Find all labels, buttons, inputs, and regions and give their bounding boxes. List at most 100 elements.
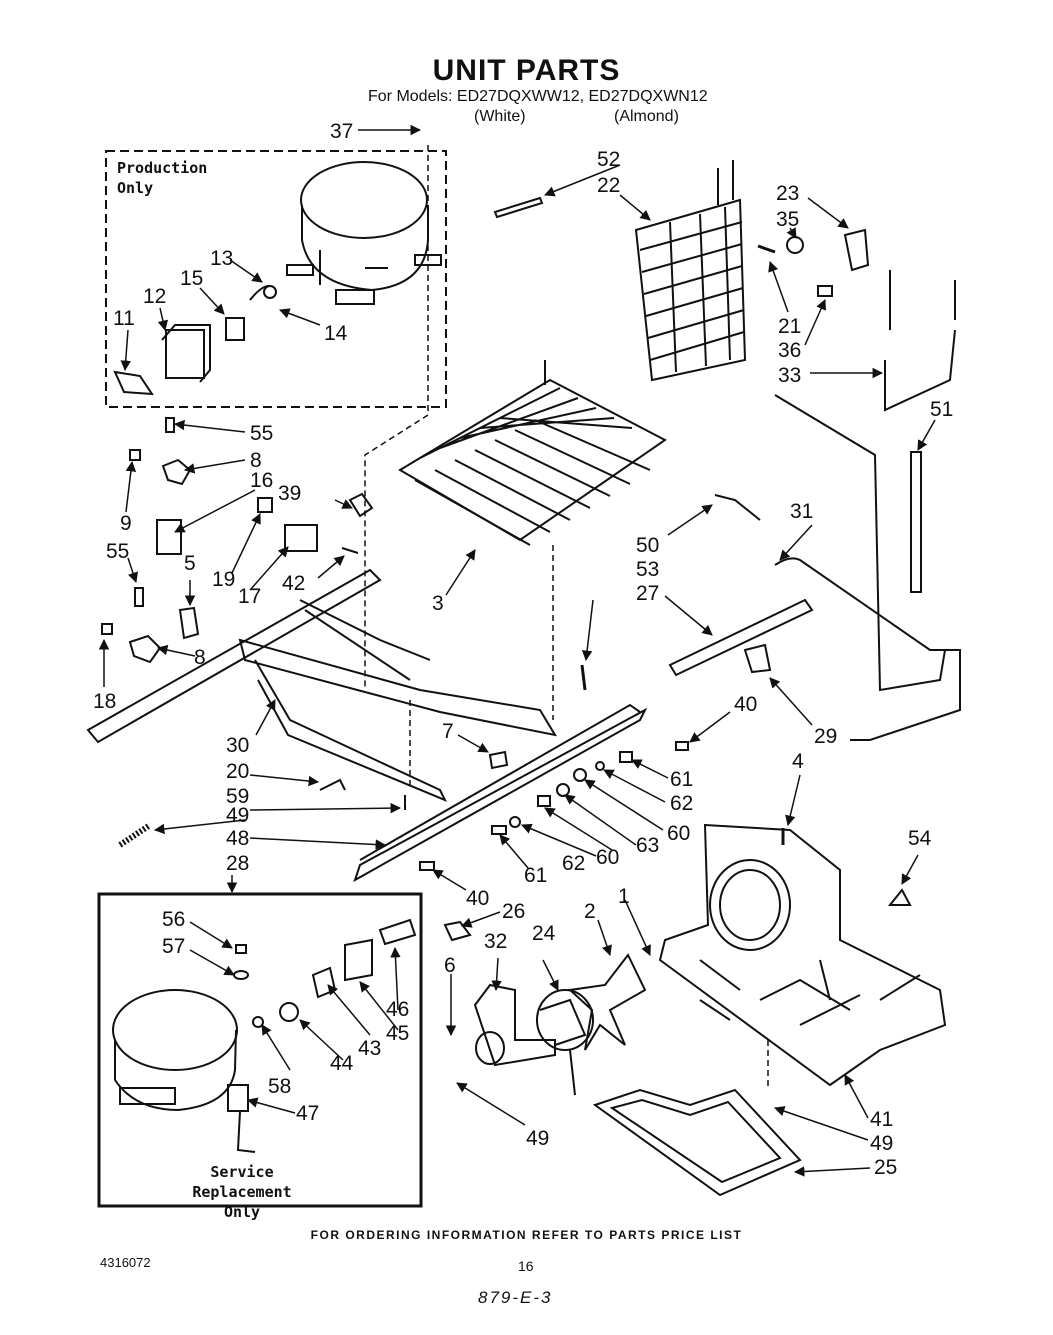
- callout-53: 53: [636, 558, 659, 581]
- callout-49c: 49: [870, 1132, 893, 1155]
- part-7: [488, 750, 509, 770]
- production-box-label: Production Only: [117, 158, 207, 198]
- dashed-leaders: [364, 145, 769, 1090]
- callout-40a: 40: [734, 693, 757, 716]
- callout-54: 54: [908, 827, 932, 850]
- callout-19: 19: [212, 568, 235, 591]
- tubing-part-31: [774, 394, 961, 741]
- compressor-service: [112, 989, 238, 1112]
- part-54: [887, 888, 912, 906]
- callout-39: 39: [278, 482, 301, 505]
- cover-part-15: [225, 317, 245, 341]
- callout-31: 31: [790, 500, 813, 523]
- callout-61a: 61: [670, 768, 693, 791]
- production-only-box: [105, 150, 447, 408]
- callout-37: 37: [330, 120, 353, 143]
- callout-12: 12: [143, 285, 166, 308]
- color-white-label: (White): [474, 108, 526, 125]
- screw-part-21: [757, 244, 776, 254]
- callout-59: 59: [226, 785, 249, 808]
- rail-part-48: [353, 703, 648, 883]
- callout-48: 48: [226, 827, 249, 850]
- callout-9: 9: [120, 512, 132, 535]
- callout-22: 22: [597, 174, 620, 197]
- callout-58: 58: [268, 1075, 291, 1098]
- evaporator-coil-22: [634, 160, 747, 382]
- callout-60a: 60: [667, 822, 690, 845]
- fan-blade-part-2: [567, 953, 647, 1051]
- callout-29: 29: [814, 725, 837, 748]
- callout-61b: 61: [524, 864, 547, 887]
- callout-49a: 49: [226, 804, 249, 827]
- callout-60b: 60: [596, 846, 619, 869]
- callout-17: 17: [238, 585, 261, 608]
- callout-6: 6: [444, 954, 456, 977]
- leader-arrows: [98, 124, 936, 1177]
- service-label-line1: Service Replacement: [192, 1163, 292, 1201]
- relay-part-12: [161, 324, 211, 383]
- callout-63: 63: [636, 834, 659, 857]
- callout-5: 5: [184, 552, 196, 575]
- callout-8a: 8: [250, 449, 262, 472]
- fan-motor-part-24: [536, 989, 594, 1096]
- callout-57: 57: [162, 935, 185, 958]
- small-parts-left: [101, 417, 374, 664]
- callout-8b: 8: [194, 646, 206, 669]
- bracket-part-26: [443, 920, 472, 942]
- color-almond-label: (Almond): [614, 108, 679, 125]
- bracket-part-23: [843, 228, 870, 272]
- callout-55a: 55: [250, 422, 273, 445]
- callout-41: 41: [870, 1108, 893, 1131]
- bracket-part-32: [473, 983, 556, 1067]
- clip-part-11: [113, 370, 154, 396]
- callout-62a: 62: [670, 792, 693, 815]
- callout-7: 7: [442, 720, 454, 743]
- screw-part-53: [580, 664, 587, 691]
- callout-52: 52: [597, 148, 620, 171]
- callout-18: 18: [93, 690, 116, 713]
- production-label-line2: Only: [117, 179, 154, 197]
- callout-25: 25: [874, 1156, 897, 1179]
- callout-28: 28: [226, 852, 249, 875]
- service-box-label: Service Replacement Only: [158, 1162, 326, 1222]
- callout-16: 16: [250, 469, 273, 492]
- clip-part-36: [817, 285, 833, 297]
- callout-44: 44: [330, 1052, 354, 1075]
- callout-51: 51: [930, 398, 953, 421]
- page-title: UNIT PARTS: [432, 54, 621, 87]
- callout-3: 3: [432, 592, 444, 615]
- callout-42: 42: [282, 572, 305, 595]
- service-replacement-box: [97, 892, 423, 1208]
- production-label-line1: Production: [117, 159, 208, 177]
- drier-part-27: [668, 598, 814, 677]
- callout-36: 36: [778, 339, 801, 362]
- callout-49b: 49: [526, 1127, 549, 1150]
- frame-rails-30: [86, 568, 558, 802]
- callout-32: 32: [484, 930, 507, 953]
- callout-1: 1: [618, 885, 630, 908]
- callout-56: 56: [162, 908, 185, 931]
- drain-tube-52: [493, 196, 544, 219]
- callout-50: 50: [636, 534, 659, 557]
- grommet-part-35: [786, 236, 804, 254]
- callout-45: 45: [386, 1022, 409, 1045]
- compressor-production: [286, 161, 442, 305]
- callout-30: 30: [226, 734, 249, 757]
- callout-24: 24: [532, 922, 556, 945]
- base-plate-41: [658, 823, 947, 1087]
- callout-4: 4: [792, 750, 804, 773]
- page-number: 16: [518, 1258, 534, 1274]
- handwritten-code: 879-E-3: [478, 1288, 553, 1307]
- callout-13: 13: [210, 247, 233, 270]
- callout-20: 20: [226, 760, 249, 783]
- callout-43: 43: [358, 1037, 381, 1060]
- tubing-part-33: [884, 270, 956, 412]
- spring-part-59: [118, 822, 152, 848]
- strip-part-51: [910, 451, 922, 593]
- drain-pan-part-25: [592, 1088, 802, 1197]
- callout-21: 21: [778, 315, 801, 338]
- models-line: For Models: ED27DQXWW12, ED27DQXWN12: [368, 88, 708, 105]
- callout-62b: 62: [562, 852, 585, 875]
- callout-27: 27: [636, 582, 659, 605]
